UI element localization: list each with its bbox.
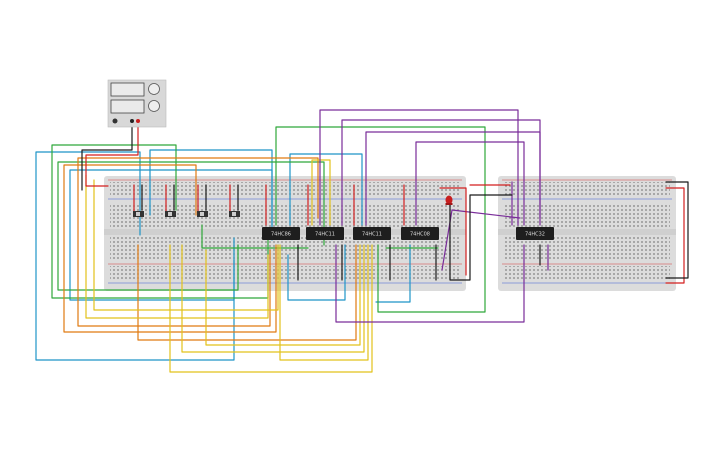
chip-label: 74HC11 bbox=[362, 232, 382, 238]
wire-yellow bbox=[181, 244, 365, 353]
terminal-positive-icon[interactable] bbox=[136, 119, 140, 123]
led-output[interactable] bbox=[445, 195, 453, 206]
chip-label: 74HC86 bbox=[271, 232, 291, 238]
knob-icon[interactable] bbox=[148, 83, 160, 95]
wire-red bbox=[85, 121, 139, 187]
chip-74hc86[interactable]: 74HC86 bbox=[262, 227, 300, 240]
chip-label: 74HC11 bbox=[315, 232, 335, 238]
wire-green bbox=[201, 224, 309, 249]
chip-74hc11-b[interactable]: 74HC11 bbox=[353, 227, 391, 240]
wire-yellow bbox=[311, 159, 331, 226]
switch-4[interactable] bbox=[229, 211, 240, 217]
secondary-breadboard[interactable] bbox=[498, 176, 676, 291]
wire-green bbox=[275, 126, 486, 313]
switches[interactable] bbox=[133, 211, 240, 217]
wire-purple bbox=[415, 141, 525, 226]
wire-black bbox=[81, 121, 133, 191]
chip-74hc11-a[interactable]: 74HC11 bbox=[306, 227, 344, 240]
wire-purple bbox=[441, 209, 521, 271]
current-display bbox=[110, 99, 145, 114]
power-button-icon[interactable] bbox=[112, 118, 118, 124]
wire-yellow bbox=[85, 174, 269, 319]
wire-purple bbox=[365, 131, 541, 226]
knob-icon[interactable] bbox=[148, 100, 160, 112]
switch-1[interactable] bbox=[133, 211, 144, 217]
wire-red bbox=[665, 187, 685, 284]
wire-black bbox=[665, 181, 689, 279]
terminal-negative-icon[interactable] bbox=[130, 119, 134, 123]
wire-purple bbox=[335, 244, 525, 323]
wire-yellow bbox=[279, 244, 369, 361]
wire-orange bbox=[137, 244, 357, 341]
wire-orange bbox=[77, 157, 319, 327]
wire-blue bbox=[287, 244, 346, 301]
wire-green bbox=[57, 161, 325, 291]
wire-blue bbox=[69, 169, 273, 301]
wire-purple bbox=[319, 109, 519, 226]
chip-74hc32[interactable]: 74HC32 bbox=[516, 227, 554, 240]
wire-orange bbox=[63, 164, 277, 333]
wire-black bbox=[449, 194, 513, 281]
chip-74hc08[interactable]: 74HC08 bbox=[401, 227, 439, 240]
wires bbox=[35, 109, 689, 373]
power-supply[interactable] bbox=[107, 79, 167, 128]
wire-blue bbox=[289, 153, 363, 226]
wire-blue bbox=[375, 244, 411, 303]
switch-2[interactable] bbox=[165, 211, 176, 217]
wire-yellow bbox=[93, 179, 279, 311]
wire-yellow bbox=[205, 244, 361, 346]
wire-yellow bbox=[169, 244, 373, 373]
wire-red bbox=[439, 187, 467, 276]
switch-3[interactable] bbox=[197, 211, 208, 217]
voltage-display bbox=[110, 82, 145, 97]
chip-label: 74HC08 bbox=[410, 232, 430, 238]
chip-label: 74HC32 bbox=[525, 232, 545, 238]
